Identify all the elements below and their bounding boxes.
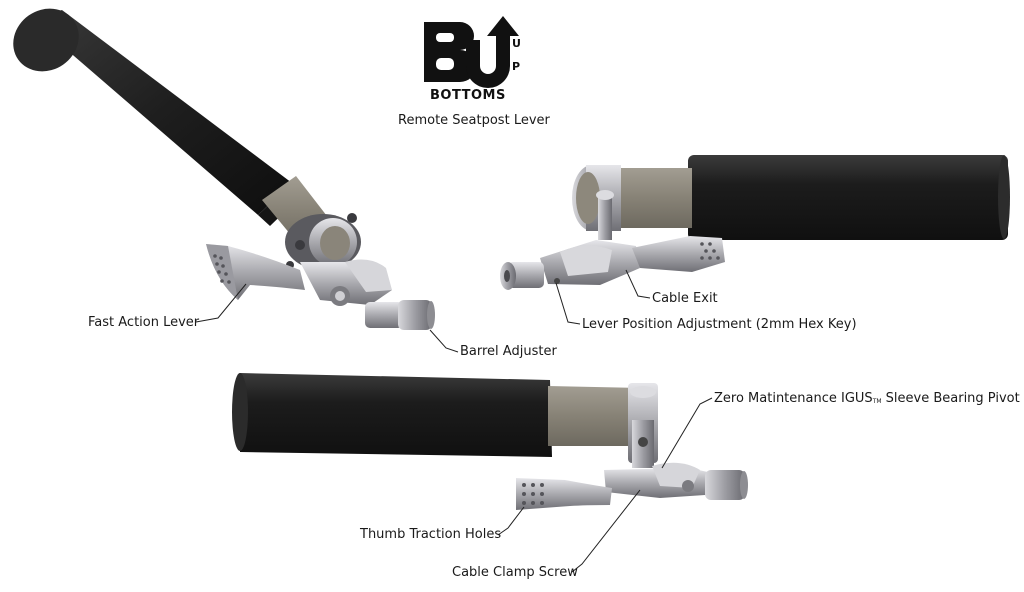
leader-lines [195,269,713,573]
fast-action-lever [206,244,305,300]
callout-zero-maintenance-suffix: Sleeve Bearing Pivot [881,391,1020,406]
leader-lever-position-adjustment [555,282,581,325]
leader-zero-maintenance [661,397,713,469]
bottom-barrel-adjuster [705,470,748,500]
logo-mark-icon [424,16,519,88]
left-lever-assembly [13,8,435,330]
bottom-lever-body [604,462,725,498]
callout-trademark: TM [872,398,882,405]
leader-thumb-traction-holes [497,506,525,536]
right-clamp [572,165,621,240]
diagram-subtitle: Remote Seatpost Lever [398,113,550,128]
callout-thumb-traction-holes: Thumb Traction Holes [360,527,502,542]
bottom-lever-assembly [232,373,748,510]
right-grip [688,155,1010,240]
right-lever-body [540,240,640,285]
left-clamp [285,213,361,270]
logo-letter-u: U [512,37,521,50]
callout-cable-exit: Cable Exit [652,291,718,306]
bottom-clamp [628,383,658,468]
right-lever-assembly [500,155,1010,290]
callout-zero-maintenance: Zero Matintenance IGUSTM Sleeve Bearing … [714,391,1020,410]
bottom-thumb-paddle [516,478,612,510]
callout-cable-clamp-screw: Cable Clamp Screw [452,565,578,580]
right-barrel-adjuster [500,262,544,290]
logo-brand-text: BOTTOMS [430,88,506,103]
bottom-handlebar [548,386,640,446]
leader-fast-action-lever [195,283,247,323]
barrel-adjuster [365,300,435,330]
leader-barrel-adjuster [429,329,459,353]
left-grip [13,8,302,226]
bottom-grip [232,373,552,457]
callout-zero-maintenance-prefix: Zero Matintenance IGUS [714,391,873,406]
callout-lever-position-adjustment: Lever Position Adjustment (2mm Hex Key) [582,317,857,332]
callout-fast-action-lever: Fast Action Lever [88,315,200,330]
logo-letter-p: P [512,60,521,73]
left-lever-body [300,259,392,306]
thumb-traction-holes-dots [522,483,544,505]
callout-barrel-adjuster: Barrel Adjuster [460,344,557,359]
logo [424,16,519,88]
right-lever-blade [632,236,725,272]
leader-cable-exit [625,269,651,299]
leader-cable-clamp-screw [571,489,641,573]
